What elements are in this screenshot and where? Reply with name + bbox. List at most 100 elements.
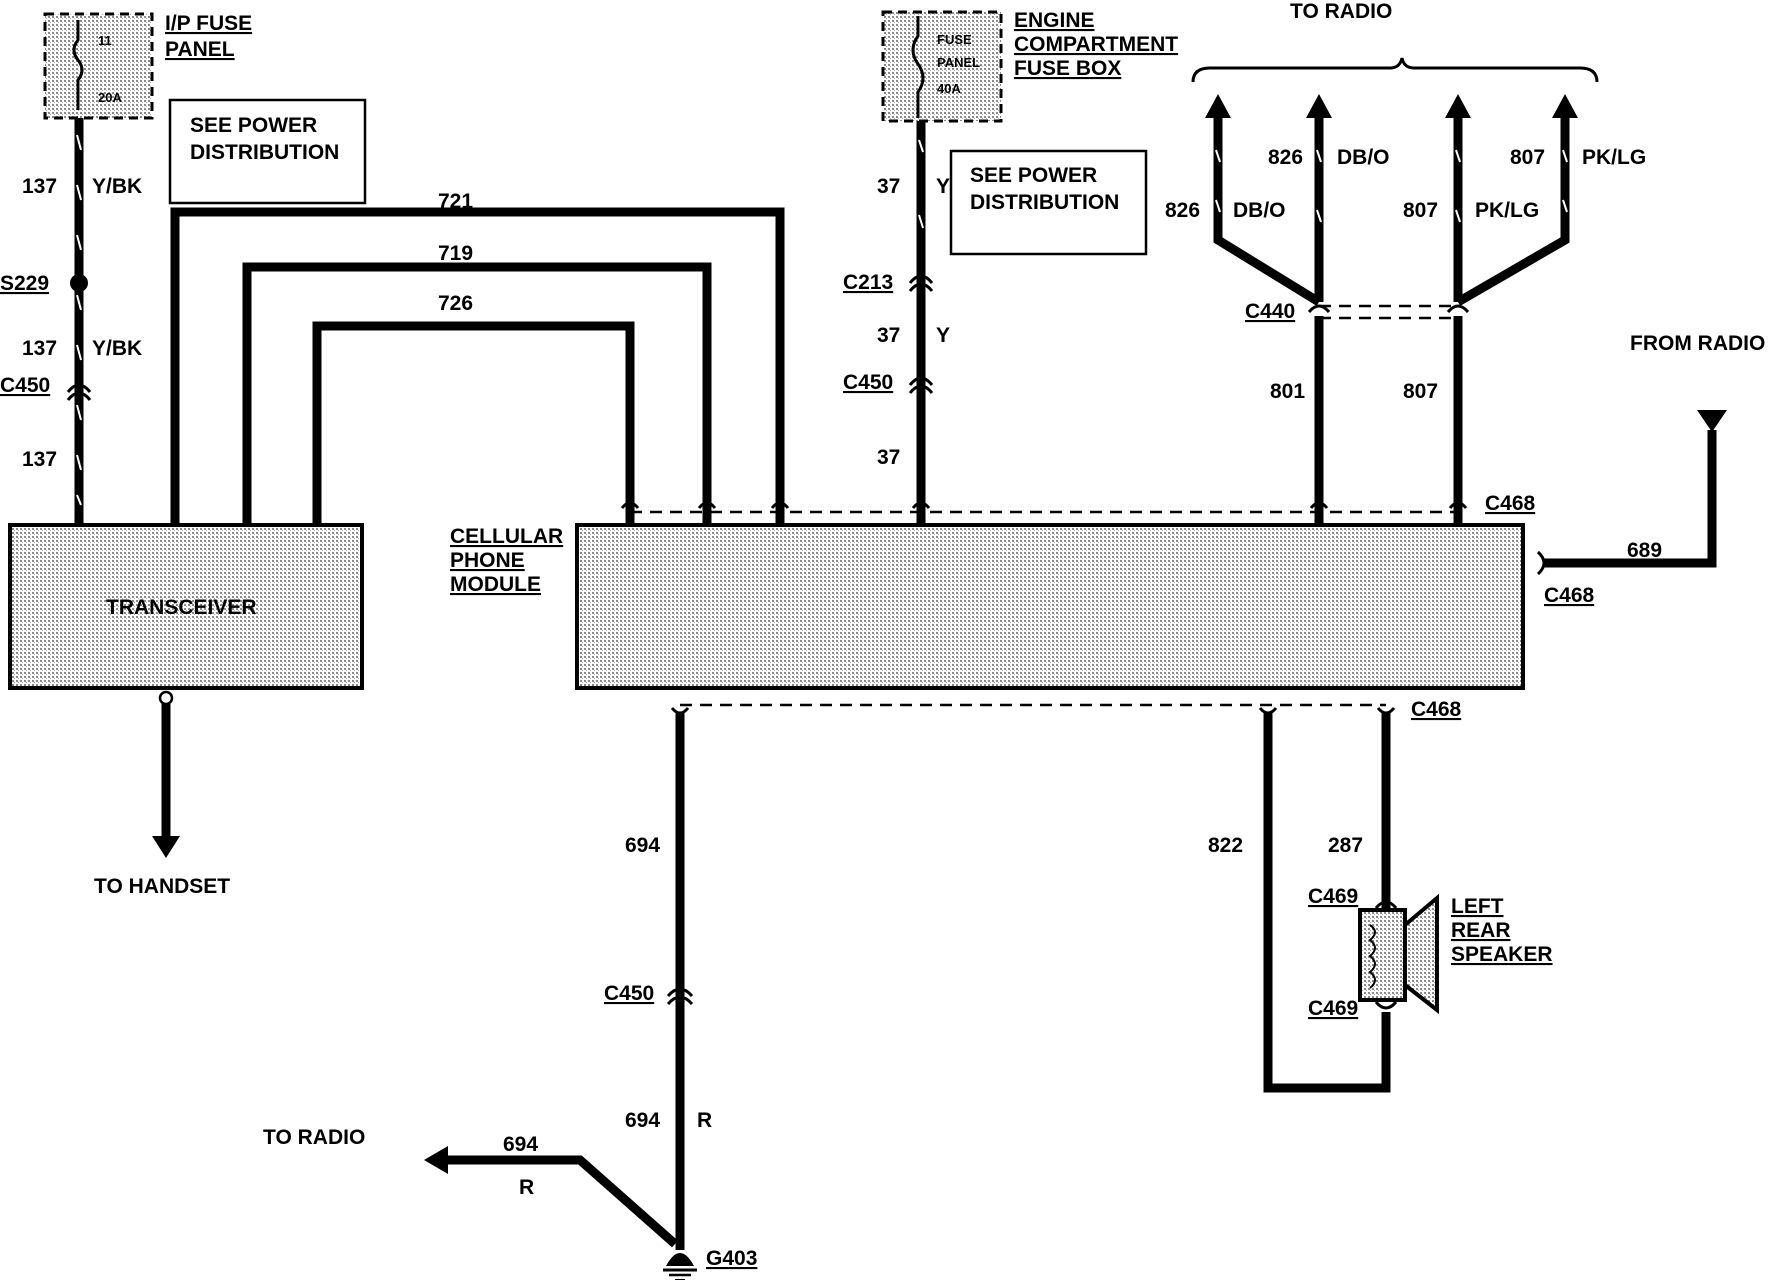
wire-726-label: 726	[438, 292, 473, 315]
from-radio-arrow-icon	[1697, 410, 1727, 432]
wire-137-label-1: 137	[22, 175, 57, 198]
speaker-label-2: REAR	[1451, 919, 1511, 942]
engine-fuse-title-1: ENGINE	[1014, 9, 1095, 32]
module-label-1: CELLULAR	[450, 525, 563, 548]
wire-689	[1543, 430, 1717, 568]
wire-826-lower-color: DB/O	[1233, 199, 1286, 222]
ip-fuse-symbol	[72, 20, 84, 110]
transceiver-output-node	[158, 690, 174, 706]
wire-37-label-2: 37	[877, 324, 900, 347]
wire-807-lower-color: PK/LG	[1475, 199, 1539, 222]
connector-c450-center-symbol	[908, 376, 934, 394]
wire-721	[170, 207, 785, 525]
wire-801-label: 801	[1270, 380, 1305, 403]
transceiver-box	[8, 523, 364, 690]
arrow-807-left-icon	[1445, 94, 1471, 118]
speaker-icon	[1358, 893, 1439, 1015]
wire-807-upper-label: 807	[1510, 146, 1545, 169]
wire-37-label-1: 37	[877, 175, 900, 198]
to-radio-bottom-label: TO RADIO	[263, 1126, 365, 1149]
wire-287-label: 287	[1328, 834, 1363, 857]
wire-826-upper-label: 826	[1268, 146, 1303, 169]
wire-689-label: 689	[1627, 539, 1662, 562]
connector-c440: C440	[1245, 300, 1295, 323]
c469-pins	[1374, 900, 1398, 1010]
wire-719	[242, 262, 712, 525]
connector-c450-left-symbol	[66, 383, 92, 401]
ip-fuse-title-2: PANEL	[165, 38, 235, 61]
to-radio-top-label: TO RADIO	[1290, 0, 1392, 23]
wire-694-radio-color: R	[519, 1176, 534, 1199]
wire-37-color-2: Y	[936, 324, 950, 347]
wire-719-label: 719	[438, 242, 473, 265]
ip-fuse-title-1: I/P FUSE	[165, 12, 252, 35]
module-label-3: MODULE	[450, 573, 541, 596]
speaker-label-1: LEFT	[1451, 895, 1504, 918]
connector-c450-left: C450	[0, 374, 50, 397]
arrow-to-handset-icon	[152, 836, 180, 858]
wire-137-label-2: 137	[22, 337, 57, 360]
c440-pins	[1307, 304, 1470, 314]
connector-c468-right: C468	[1544, 584, 1595, 607]
engine-fuse-box	[881, 10, 1003, 123]
engine-fuse-inner-3: 40A	[937, 81, 961, 96]
ground-g403-icon	[663, 1253, 697, 1280]
wire-694-color-2: R	[697, 1109, 712, 1132]
speaker-label-3: SPEAKER	[1451, 943, 1553, 966]
transceiver-label: TRANSCEIVER	[106, 596, 257, 619]
ip-fuse-rating: 20A	[98, 90, 122, 105]
wire-807-lower-label: 807	[1403, 199, 1438, 222]
connector-c468-right-symbol	[1536, 550, 1546, 576]
connector-c468-bottom: C468	[1411, 698, 1462, 721]
wire-807-upper-color: PK/LG	[1582, 146, 1646, 169]
wire-822-label: 822	[1208, 834, 1243, 857]
wire-807-lower-wire-label: 807	[1403, 380, 1438, 403]
connector-c450-bottom: C450	[604, 982, 654, 1005]
wire-826-lower-label: 826	[1165, 199, 1200, 222]
engine-fuse-title-2: COMPARTMENT	[1014, 33, 1178, 56]
connector-c213-symbol	[908, 274, 934, 292]
cellular-phone-module-box	[575, 523, 1525, 690]
engine-fuse-inner-2: PANEL	[937, 55, 980, 70]
see-power-distribution-box-left	[168, 98, 367, 205]
engine-fuse-title-3: FUSE BOX	[1014, 57, 1121, 80]
c468-top-pins	[620, 501, 1468, 509]
connector-c450-center: C450	[843, 371, 893, 394]
wire-694-to-radio	[446, 1155, 678, 1248]
arrow-to-radio-bottom-icon	[424, 1146, 448, 1174]
module-label-2: PHONE	[450, 549, 525, 572]
power-dist-left-line2: DISTRIBUTION	[190, 141, 339, 164]
connector-c468-top: C468	[1485, 492, 1536, 515]
wire-37-color-1: Y	[936, 175, 950, 198]
wire-137-color-2: Y/BK	[92, 337, 142, 360]
wire-726	[312, 321, 635, 525]
ip-fuse-panel	[43, 12, 154, 120]
to-radio-bracket	[1191, 57, 1599, 83]
arrow-826-left-icon	[1205, 94, 1231, 118]
connector-c450-bottom-symbol	[666, 987, 694, 1006]
connector-c469-top: C469	[1308, 885, 1358, 908]
engine-fuse-symbol	[911, 16, 925, 118]
wire-694-label-2: 694	[625, 1109, 660, 1132]
wire-694-label-1: 694	[625, 834, 660, 857]
ground-g403: G403	[706, 1247, 757, 1270]
c468-bottom-pins	[670, 707, 1396, 715]
ip-fuse-number: 11	[98, 33, 112, 48]
connector-c213: C213	[843, 271, 893, 294]
splice-s229-dot	[70, 274, 88, 292]
power-dist-right-line2: DISTRIBUTION	[970, 191, 1119, 214]
arrow-807-right-icon	[1552, 94, 1578, 118]
wire-721-label: 721	[438, 190, 473, 213]
wire-694-radio-label: 694	[503, 1133, 538, 1156]
wire-822	[1263, 712, 1391, 1093]
connector-c469-bottom: C469	[1308, 997, 1358, 1020]
wire-37-label-3: 37	[877, 446, 900, 469]
wire-137-color-1: Y/BK	[92, 175, 142, 198]
to-handset-label: TO HANDSET	[94, 875, 230, 898]
power-dist-left-line1: SEE POWER	[190, 114, 317, 137]
arrow-826-right-icon	[1306, 94, 1332, 118]
see-power-distribution-box-right	[949, 149, 1148, 256]
from-radio-label: FROM RADIO	[1630, 332, 1765, 355]
engine-fuse-inner-1: FUSE	[937, 32, 972, 47]
